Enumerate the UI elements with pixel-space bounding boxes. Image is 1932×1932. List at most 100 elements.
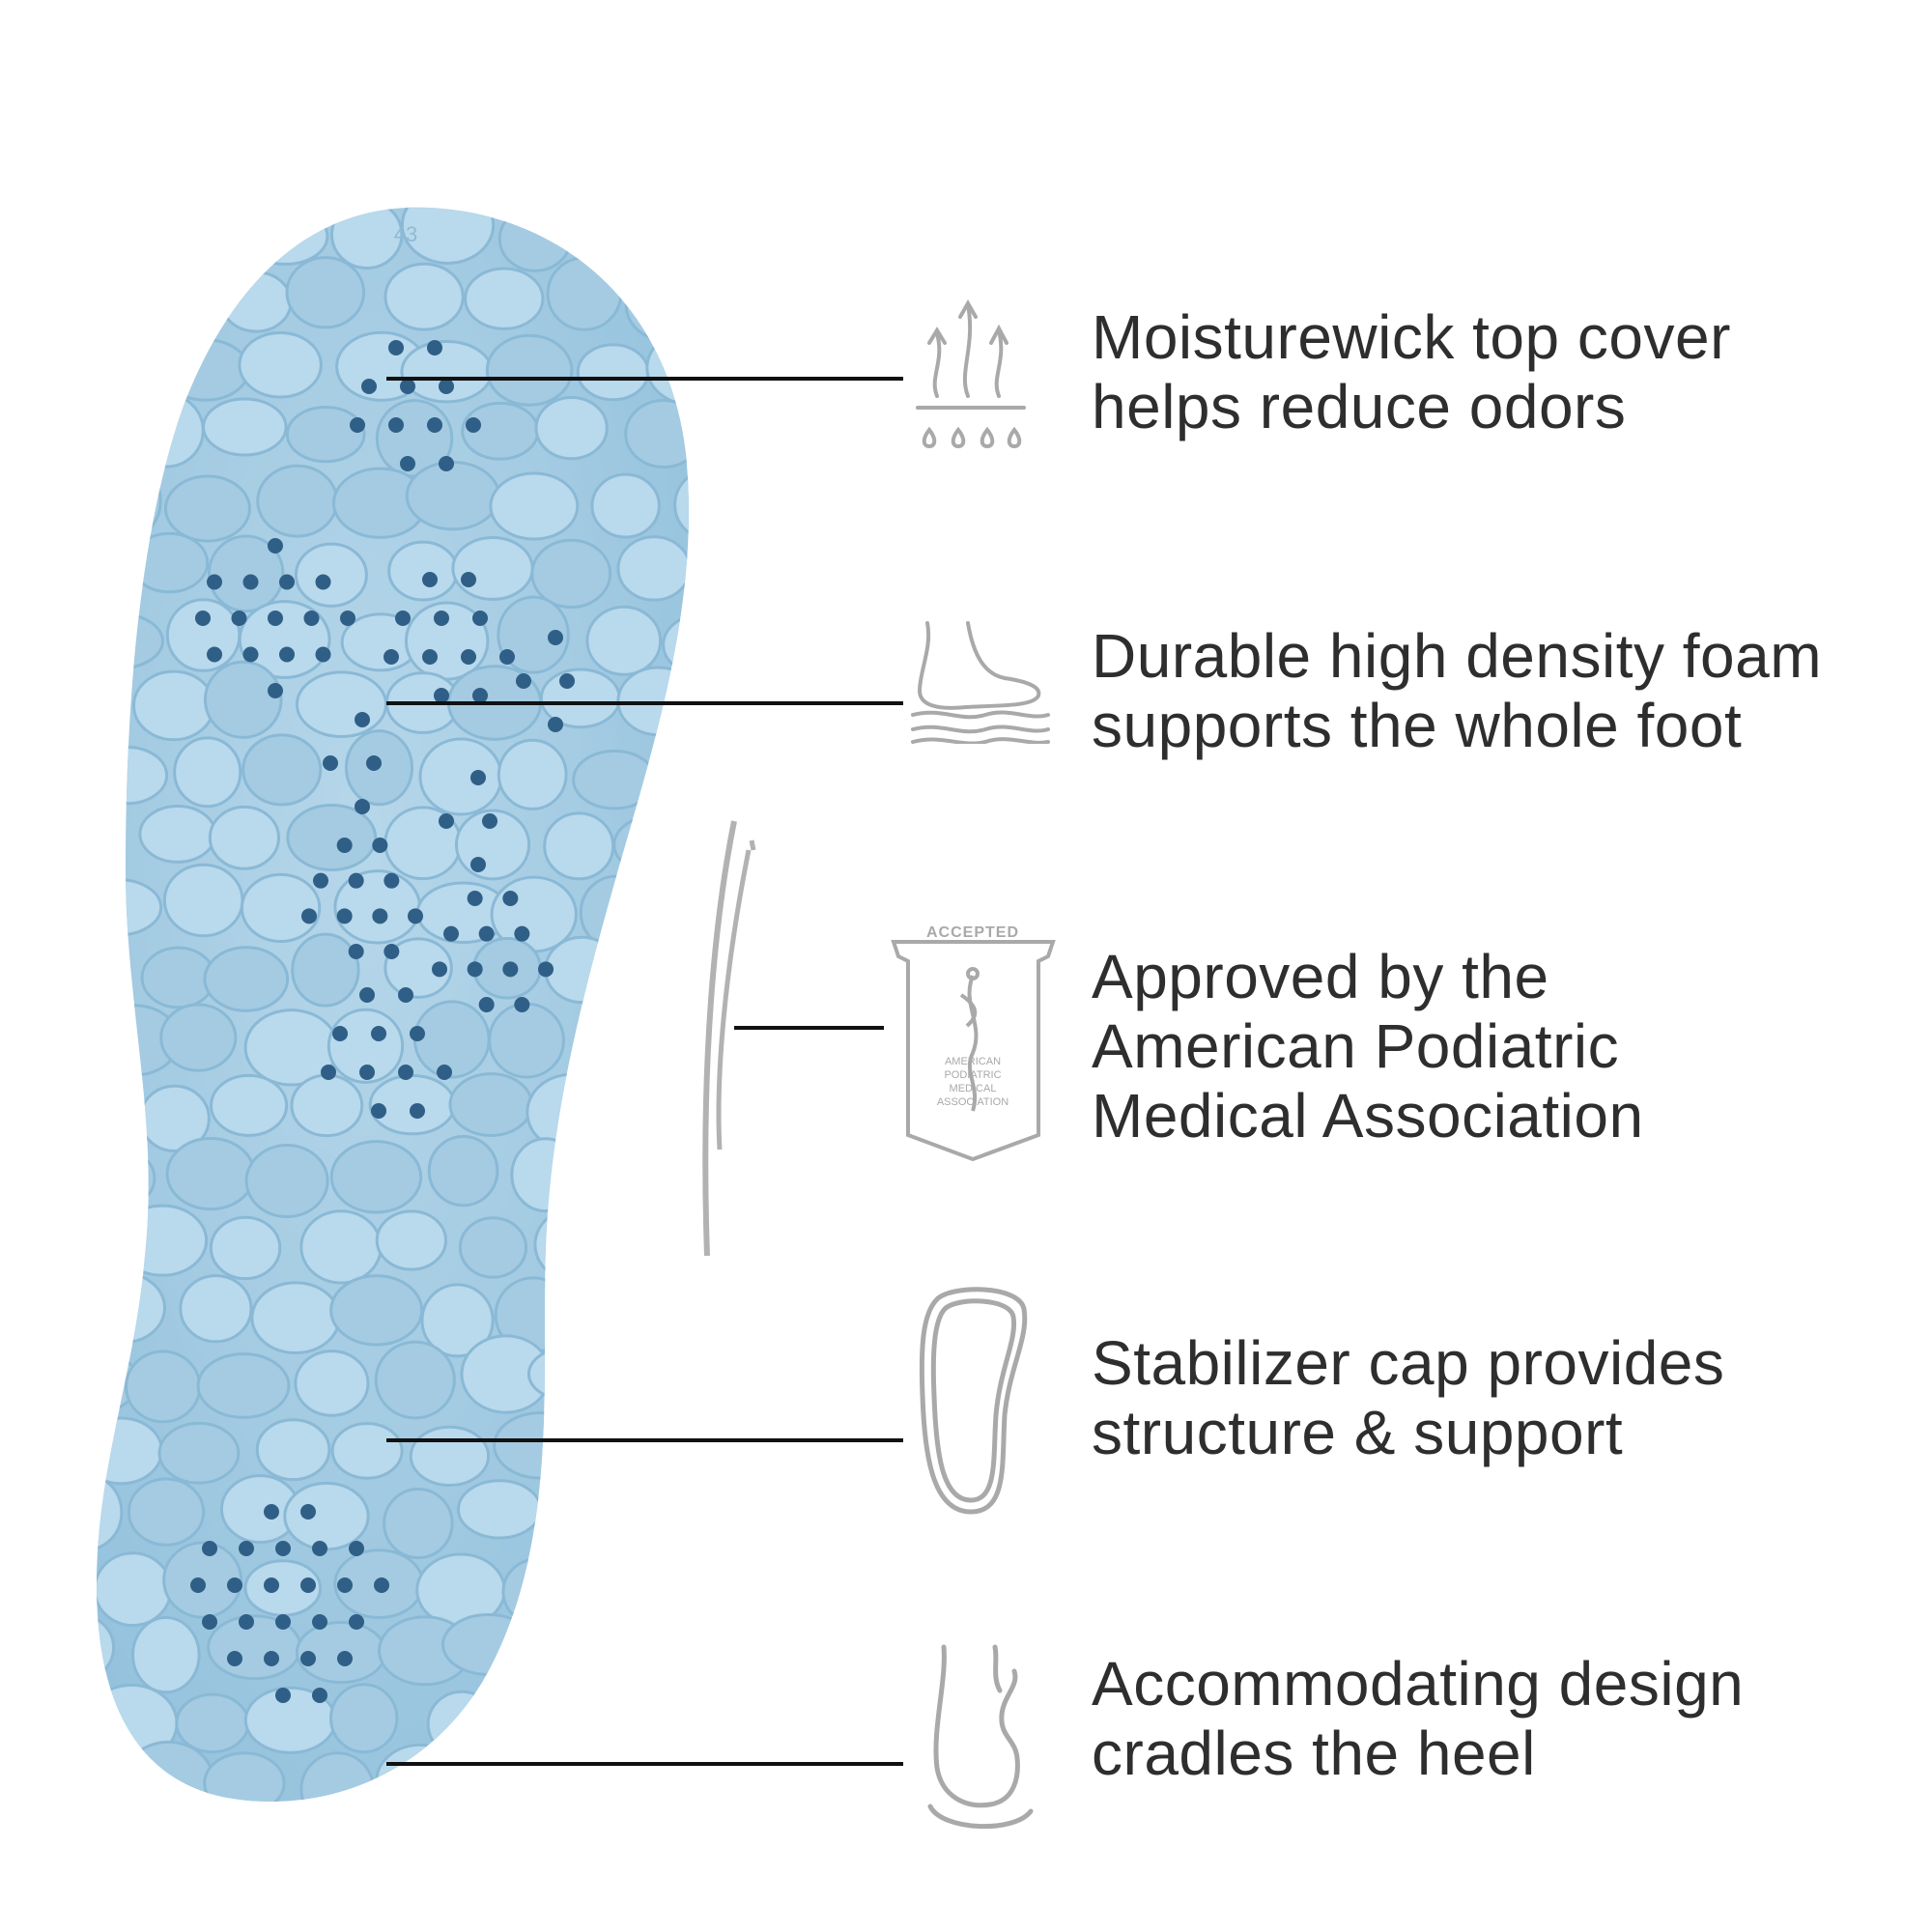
massage-bump — [409, 1425, 491, 1487]
ventilation-hole — [467, 961, 483, 978]
massage-bump — [97, 1551, 173, 1628]
ventilation-hole — [439, 456, 454, 471]
ventilation-hole — [434, 688, 449, 703]
massage-bump — [588, 1683, 666, 1746]
ventilation-hole — [268, 683, 283, 698]
ventilation-hole — [301, 908, 317, 924]
massage-bump — [526, 1345, 618, 1404]
massage-bump — [97, 745, 169, 806]
massage-bump — [97, 257, 120, 337]
ventilation-hole — [400, 456, 415, 471]
moisture-wick-icon — [916, 298, 1026, 449]
ventilation-hole — [323, 755, 338, 771]
massage-bump — [510, 1137, 581, 1213]
ventilation-hole — [275, 1614, 291, 1630]
ventilation-hole — [439, 379, 454, 394]
ventilation-hole — [432, 961, 447, 978]
ventilation-hole — [372, 838, 388, 853]
massage-bump — [329, 1274, 424, 1347]
massage-bump — [441, 1613, 536, 1676]
leader-line-1 — [386, 377, 903, 381]
ventilation-hole — [337, 1651, 353, 1666]
ventilation-hole — [231, 611, 247, 626]
massage-bump — [375, 1743, 465, 1802]
feature-1-line-2: helps reduce odors — [1092, 372, 1627, 441]
ventilation-holes — [190, 340, 575, 1703]
ventilation-hole — [427, 417, 442, 433]
massage-bump — [242, 733, 323, 807]
ventilation-hole — [312, 1541, 327, 1556]
massage-bump — [658, 1678, 689, 1754]
ventilation-hole — [472, 688, 488, 703]
massage-bump — [97, 1216, 130, 1277]
massage-bump — [175, 1692, 250, 1754]
badge-line-2: PODIATRIC — [944, 1069, 1001, 1081]
ventilation-hole — [437, 1065, 452, 1080]
ventilation-hole — [207, 646, 222, 663]
massage-bump — [283, 1481, 370, 1551]
ventilation-hole — [349, 1614, 364, 1630]
massage-bump — [448, 1072, 533, 1137]
massage-bump — [619, 1612, 689, 1688]
massage-bump — [659, 875, 689, 936]
ventilation-hole — [443, 925, 459, 942]
massage-bump — [576, 343, 650, 402]
insole-size-mark: 43 — [394, 222, 417, 246]
apma-badge-icon: ACCEPTED AMERICAN PODIATRIC MEDICAL ASSO… — [891, 924, 1056, 1162]
ventilation-hole — [190, 1577, 206, 1593]
massage-bump — [464, 267, 545, 330]
ventilation-hole — [371, 1026, 386, 1041]
ventilation-hole — [470, 770, 486, 785]
massage-bump — [117, 1204, 209, 1277]
massage-bump — [131, 1616, 201, 1694]
massage-bump — [161, 338, 250, 402]
ventilation-hole — [242, 646, 259, 663]
ventilation-hole — [303, 611, 320, 626]
stabilizer-cap-icon — [919, 1287, 1028, 1515]
ventilation-hole — [207, 574, 222, 590]
massage-bump — [664, 1412, 689, 1492]
ventilation-hole — [472, 611, 488, 626]
massage-bump — [383, 1487, 454, 1560]
massage-bump — [97, 541, 120, 600]
massage-bump — [488, 1002, 565, 1079]
massage-bump — [405, 461, 500, 531]
massage-bump — [374, 1340, 456, 1420]
ventilation-hole — [268, 538, 283, 554]
arch-profile — [702, 820, 737, 1257]
massage-bump — [97, 802, 120, 871]
massage-bump — [660, 1281, 689, 1355]
ventilation-hole — [202, 1614, 217, 1630]
massage-bump — [543, 811, 615, 881]
massage-bump — [647, 1134, 689, 1211]
massage-bump — [384, 262, 465, 331]
massage-bump — [327, 1008, 405, 1084]
insole-image: 43 — [97, 207, 756, 1802]
ventilation-hole — [312, 1688, 327, 1703]
ventilation-hole — [408, 908, 423, 924]
massage-bump — [458, 1216, 527, 1279]
massage-bump — [530, 538, 612, 610]
massage-bump — [157, 1421, 241, 1485]
feature-1-line-1: Moisturewick top cover — [1092, 302, 1731, 372]
feature-text-moisturewick: Moisturewick top cover helps reduce odor… — [1092, 302, 1731, 441]
massage-bump — [299, 1751, 376, 1802]
ventilation-hole — [264, 1577, 279, 1593]
massage-bump — [97, 1742, 137, 1802]
feature-text-stabilizer: Stabilizer cap provides structure & supp… — [1092, 1328, 1724, 1467]
ventilation-hole — [548, 630, 563, 645]
massage-bump — [667, 735, 689, 796]
massage-bump — [97, 877, 163, 937]
massage-bump — [97, 611, 164, 670]
massage-bump — [179, 1274, 253, 1344]
massage-bump — [533, 1206, 620, 1284]
ventilation-hole — [514, 997, 530, 1012]
feature-text-foam: Durable high density foam supports the w… — [1092, 621, 1822, 760]
feature-4-line-2: structure & support — [1092, 1398, 1624, 1467]
ventilation-hole — [374, 1577, 389, 1593]
ventilation-hole — [371, 1103, 386, 1119]
ventilation-hole — [300, 1577, 316, 1593]
massage-bump — [285, 406, 366, 464]
ventilation-hole — [466, 417, 481, 433]
massage-bump — [497, 207, 573, 272]
